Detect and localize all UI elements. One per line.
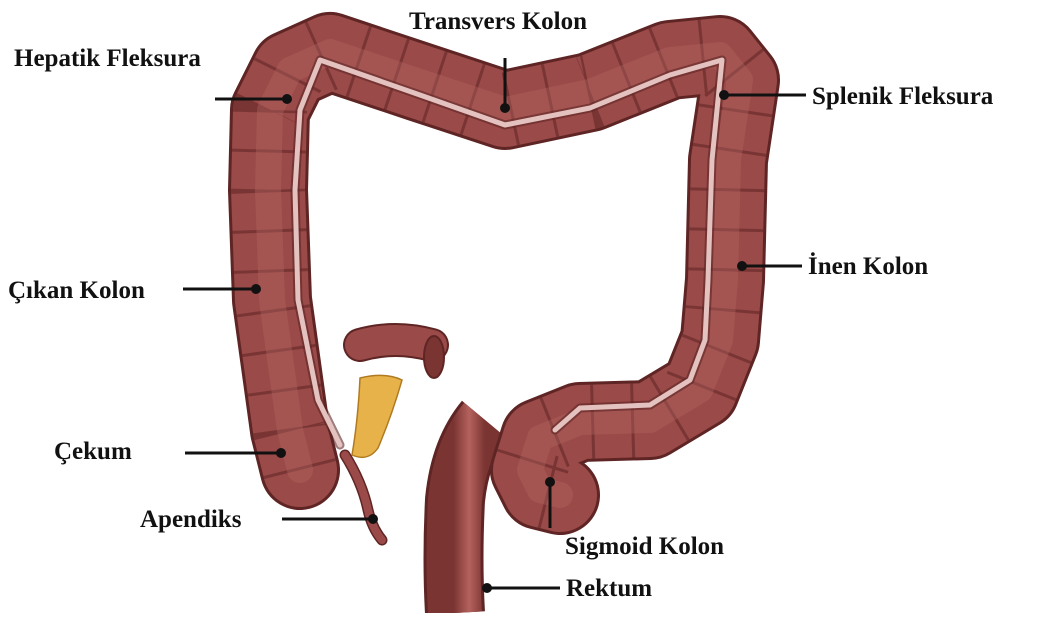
fat-tissue [352, 375, 402, 457]
label-hepatik-fleksura: Hepatik Fleksura [14, 46, 201, 71]
label-transvers-kolon: Transvers Kolon [409, 9, 587, 34]
ileum-end [424, 336, 444, 378]
label-cekum: Çekum [54, 439, 132, 464]
label-apendiks: Apendiks [140, 507, 241, 532]
label-rektum: Rektum [566, 576, 652, 601]
label-inen-kolon: İnen Kolon [808, 254, 928, 279]
label-splenik-fleksura: Splenik Fleksura [812, 84, 993, 109]
label-sigmoid-kolon: Sigmoid Kolon [565, 534, 724, 559]
label-cikan-kolon: Çıkan Kolon [8, 278, 145, 303]
